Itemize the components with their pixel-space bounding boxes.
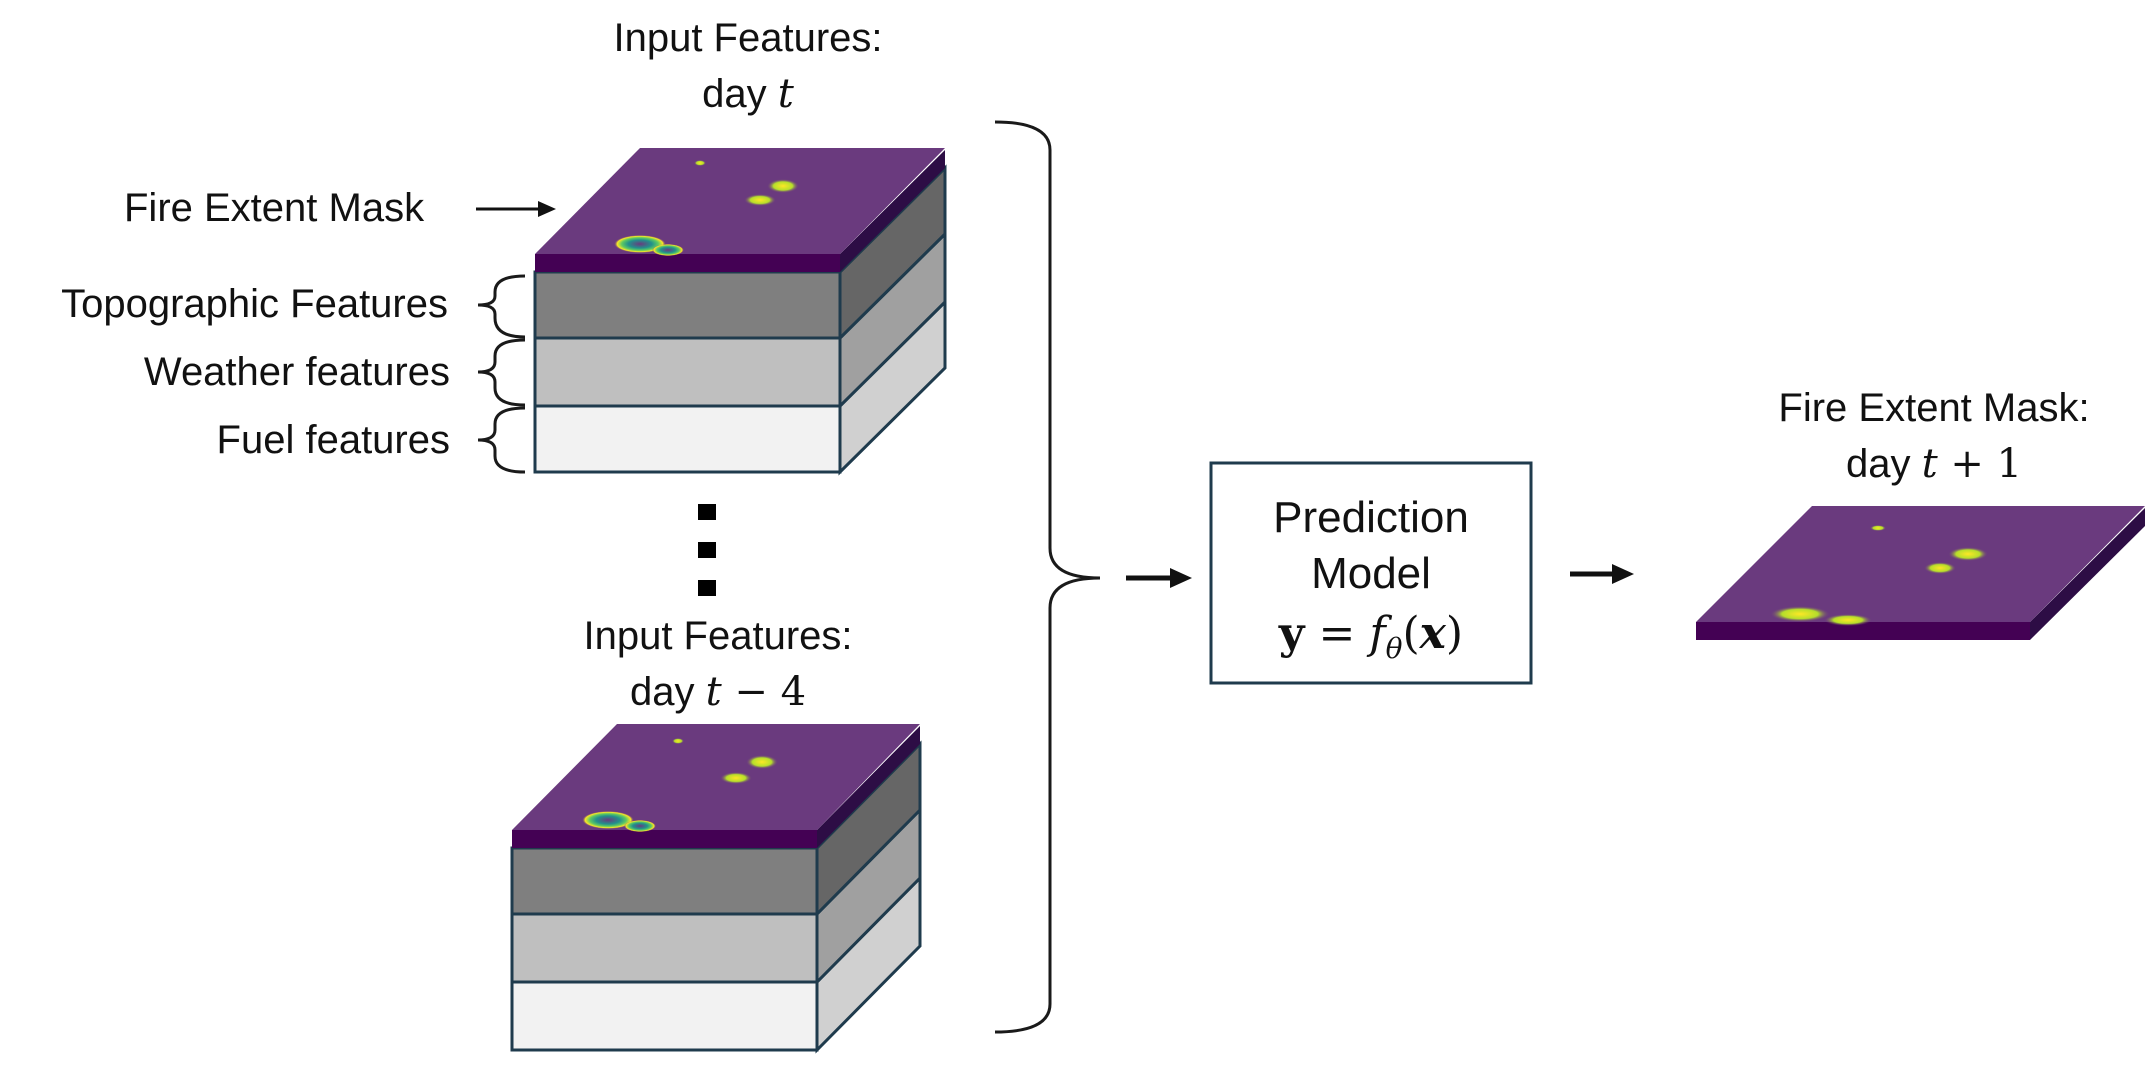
bottom-topographic-layer-side: [815, 740, 922, 918]
label-topographic-features: Topographic Features: [61, 282, 448, 326]
equation-close-paren: ): [1445, 608, 1464, 659]
top-fire-blob-2: [652, 244, 684, 256]
bottom-feature-stack: [510, 724, 922, 1054]
top-topographic-layer-side: [838, 164, 947, 342]
prediction-model-box: [1209, 461, 1533, 685]
equation-f: f: [1369, 608, 1386, 659]
label-fire-extent-mask: Fire Extent Mask: [124, 186, 425, 230]
output-fire-mask-slab: [1696, 506, 2145, 640]
output-slab-front: [1696, 622, 2030, 640]
equation-y: y: [1278, 608, 1305, 659]
fire-mask-arrowhead: [538, 201, 556, 217]
bottom-stack-title-line1: Input Features:: [583, 614, 853, 658]
bottom-stack-title-var: t: [705, 669, 722, 715]
bottom-fire-blob-1: [582, 811, 634, 829]
bottom-weather-layer-front: [510, 912, 819, 984]
label-weather-features: Weather features: [143, 350, 450, 394]
output-title-line1: Fire Extent Mask:: [1778, 386, 2090, 430]
output-fire-blob-3: [1948, 547, 1988, 561]
ellipsis-dot-3: [698, 580, 716, 596]
bottom-stack-title-line2: day t − 4: [630, 672, 806, 712]
brace-fuel: [477, 406, 526, 474]
output-fire-blob-4: [1924, 562, 1956, 574]
output-title-offset: + 1: [1937, 441, 2023, 487]
arrow-to-output: [1570, 564, 1634, 584]
brace-weather: [477, 338, 526, 407]
output-title-var: t: [1921, 441, 1938, 487]
equation-theta: θ: [1385, 631, 1403, 665]
top-fire-blob-5: [694, 160, 706, 166]
top-fire-mask-side: [840, 150, 945, 272]
arrow-to-model: [1126, 568, 1192, 588]
equation-open-paren: (: [1402, 608, 1420, 659]
arrow-to-model-head: [1170, 568, 1192, 588]
top-fire-blob-4: [744, 194, 776, 206]
output-slab-top: [1696, 506, 2145, 622]
label-fuel-features: Fuel features: [216, 418, 450, 462]
bottom-topographic-layer-front: [510, 846, 819, 916]
top-stack-title-var: t: [777, 71, 794, 117]
output-slab-side: [2030, 508, 2145, 640]
output-title-day: day: [1845, 442, 1911, 486]
model-equation: y = fθ(x): [1279, 612, 1463, 663]
top-stack-title-day: day: [702, 72, 767, 116]
bottom-fire-mask-side: [817, 726, 920, 848]
bottom-fire-blob-4: [720, 772, 752, 784]
bottom-stack-title-day: day: [629, 670, 695, 714]
model-box-line2: Model: [1311, 549, 1431, 598]
bottom-fire-blob-5: [672, 738, 684, 744]
ellipsis-dot-1: [698, 504, 716, 520]
bottom-fuel-layer-front: [510, 980, 819, 1052]
top-fuel-layer-front: [533, 404, 842, 474]
equation-equals: =: [1304, 608, 1370, 659]
top-fire-blob-3: [767, 179, 799, 193]
top-stack-title-line2: day t: [702, 74, 794, 114]
bottom-fire-mask-front: [512, 830, 817, 848]
fire-mask-pointer: [476, 201, 556, 217]
equation-x: x: [1419, 608, 1446, 659]
bottom-stack-title-offset: − 4: [721, 669, 807, 715]
top-fire-mask-top: [535, 148, 945, 254]
output-fire-blob-1: [1770, 606, 1830, 622]
output-fire-blob-5: [1870, 525, 1886, 531]
bottom-fire-blob-2: [624, 820, 656, 832]
bottom-fire-blob-3: [746, 755, 778, 769]
top-feature-stack: [533, 148, 947, 476]
ellipsis-dot-2: [698, 542, 716, 558]
input-group-brace: [994, 120, 1101, 1034]
ellipsis-dots: [698, 504, 716, 596]
top-weather-layer-front: [533, 336, 842, 408]
arrow-to-output-head: [1612, 564, 1634, 584]
brace-topographic: [477, 274, 526, 339]
bottom-fire-mask-top: [512, 724, 920, 830]
model-box-line1: Prediction: [1273, 493, 1469, 542]
output-fire-blob-2: [1824, 614, 1872, 626]
top-fire-mask-front: [535, 254, 840, 272]
layer-braces: [477, 274, 526, 474]
top-topographic-layer-front: [533, 270, 842, 340]
output-title-line2: day t + 1: [1846, 444, 2022, 484]
top-stack-title-line1: Input Features:: [613, 16, 883, 60]
